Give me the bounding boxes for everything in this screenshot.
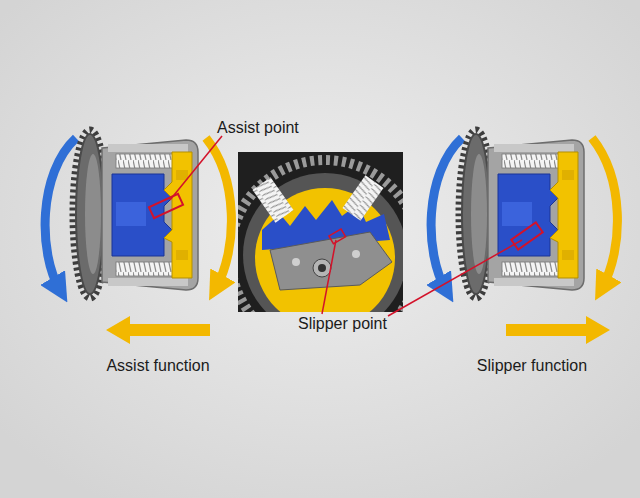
point-label: Assist point [217,118,299,138]
leader-line [322,240,336,314]
point-label: Slipper point [298,314,387,334]
function-label: Slipper function [477,356,587,376]
clutch-left [45,130,231,298]
leader-line [170,136,222,200]
clutch-right [431,130,617,298]
assist-point-box [149,194,183,218]
direction-arrow [106,316,210,344]
direction-arrow [506,316,610,344]
function-label: Assist function [106,356,209,376]
clutch-photo [230,152,420,350]
leader-line [388,240,522,316]
slipper-point-box [511,222,542,249]
